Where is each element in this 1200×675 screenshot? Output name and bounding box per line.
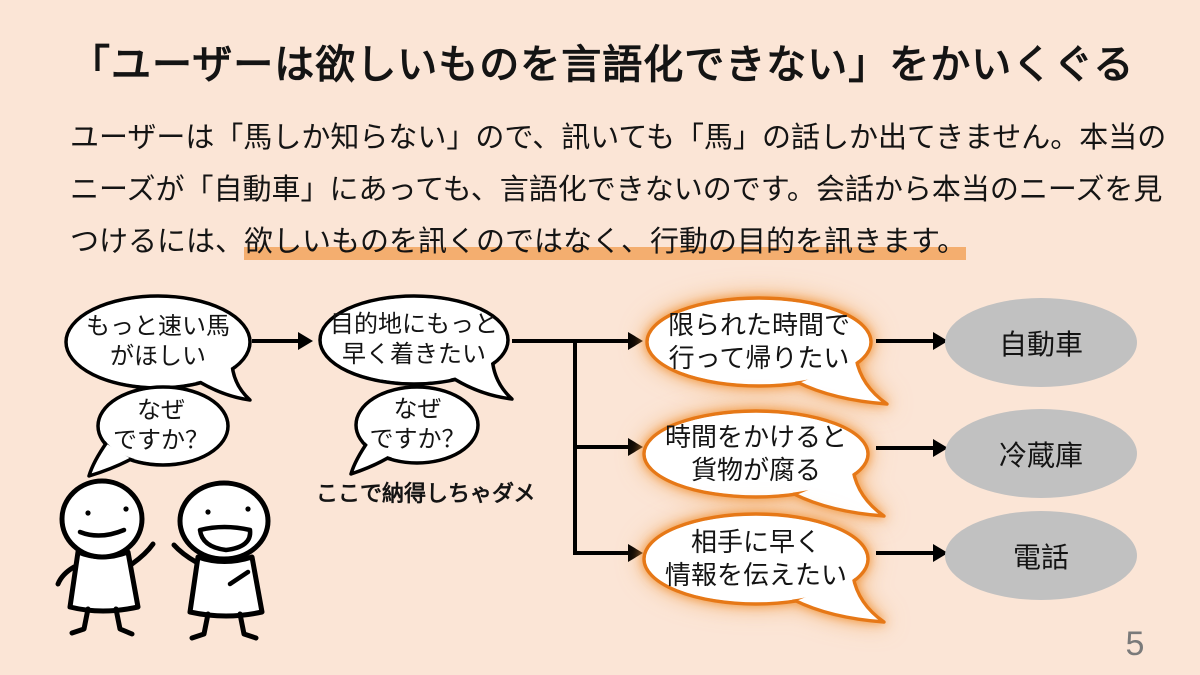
page-number: 5: [1125, 625, 1145, 663]
speech-bubble-text: なぜ ですか？: [113, 397, 209, 454]
body-line-3-prefix: つけるには、: [70, 226, 245, 258]
body-line-3: つけるには、欲しいものを訊くのではなく、行動の目的を訊きます。: [70, 216, 1166, 268]
speech-bubble-text: 相手に早く 情報を伝えたい: [664, 527, 847, 590]
speech-bubble-text: もっと速い馬 がほしい: [86, 313, 230, 370]
speech-bubble-stated-goal: 目的地にもっと 早く着きたい: [318, 294, 514, 401]
why-bubble-2: なぜ ですか？: [349, 385, 480, 476]
person-icon: [55, 478, 156, 637]
arrow-goal-to-need-1: [512, 339, 628, 343]
solution-ellipse-phone: 電話: [945, 511, 1137, 600]
speech-bubble-shape: [64, 294, 252, 402]
body-paragraph: ユーザーは「馬しか知らない」ので、訊いても「馬」の話しか出てきません。本当の ニ…: [70, 112, 1166, 268]
speech-bubble-shape: [645, 296, 889, 406]
arrow-need-1-to-solution: [876, 339, 933, 343]
arrow-branch-to-need-3: [575, 551, 628, 555]
speech-bubble-shape: [87, 385, 230, 478]
speech-bubble-text: なぜ ですか？: [369, 396, 466, 453]
person-icon: [171, 480, 271, 641]
arrow-need-2-to-solution: [876, 446, 933, 450]
body-line-1: ユーザーは「馬しか知らない」ので、訊いても「馬」の話しか出てきません。本当の: [70, 122, 1167, 154]
solution-ellipse-car: 自動車: [945, 298, 1137, 387]
solution-ellipse-refrigerator: 冷蔵庫: [945, 409, 1137, 498]
arrow-branch-to-need-2: [575, 445, 628, 449]
why-bubble-1: なぜ ですか？: [87, 385, 230, 478]
need-bubble-convey-info: 相手に早く 情報を伝えたい: [642, 512, 886, 624]
speech-bubble-text: 限られた時間で 行って帰りたい: [667, 310, 850, 373]
people-illustration: [55, 478, 271, 641]
speech-bubble-shape: [349, 385, 480, 476]
speech-bubble-shape: [642, 409, 886, 518]
need-bubble-limited-time: 限られた時間で 行って帰りたい: [645, 296, 889, 406]
arrow-need-3-to-solution: [876, 551, 933, 555]
body-line-2: ニーズが「自動車」にあっても、言語化できないのです。会話から本当のニーズを見: [70, 174, 1163, 206]
speech-bubble-shape: [642, 512, 886, 624]
speech-bubble-stated-want: もっと速い馬 がほしい: [64, 294, 252, 402]
speech-bubble-text: 時間をかけると 貨物が腐る: [664, 422, 847, 485]
highlighted-text: 欲しいものを訊くのではなく、行動の目的を訊きます。: [244, 226, 967, 260]
speech-bubble-text: 目的地にもっと 早く着きたい: [330, 311, 498, 368]
warning-note: ここで納得しちゃダメ: [316, 481, 536, 506]
arrow-want-to-goal: [252, 339, 298, 343]
speech-bubble-shape: [318, 294, 514, 401]
need-bubble-cargo-rots: 時間をかけると 貨物が腐る: [642, 409, 886, 518]
slide-title: 「ユーザーは欲しいものを言語化できない」をかいくぐる: [70, 43, 1135, 87]
